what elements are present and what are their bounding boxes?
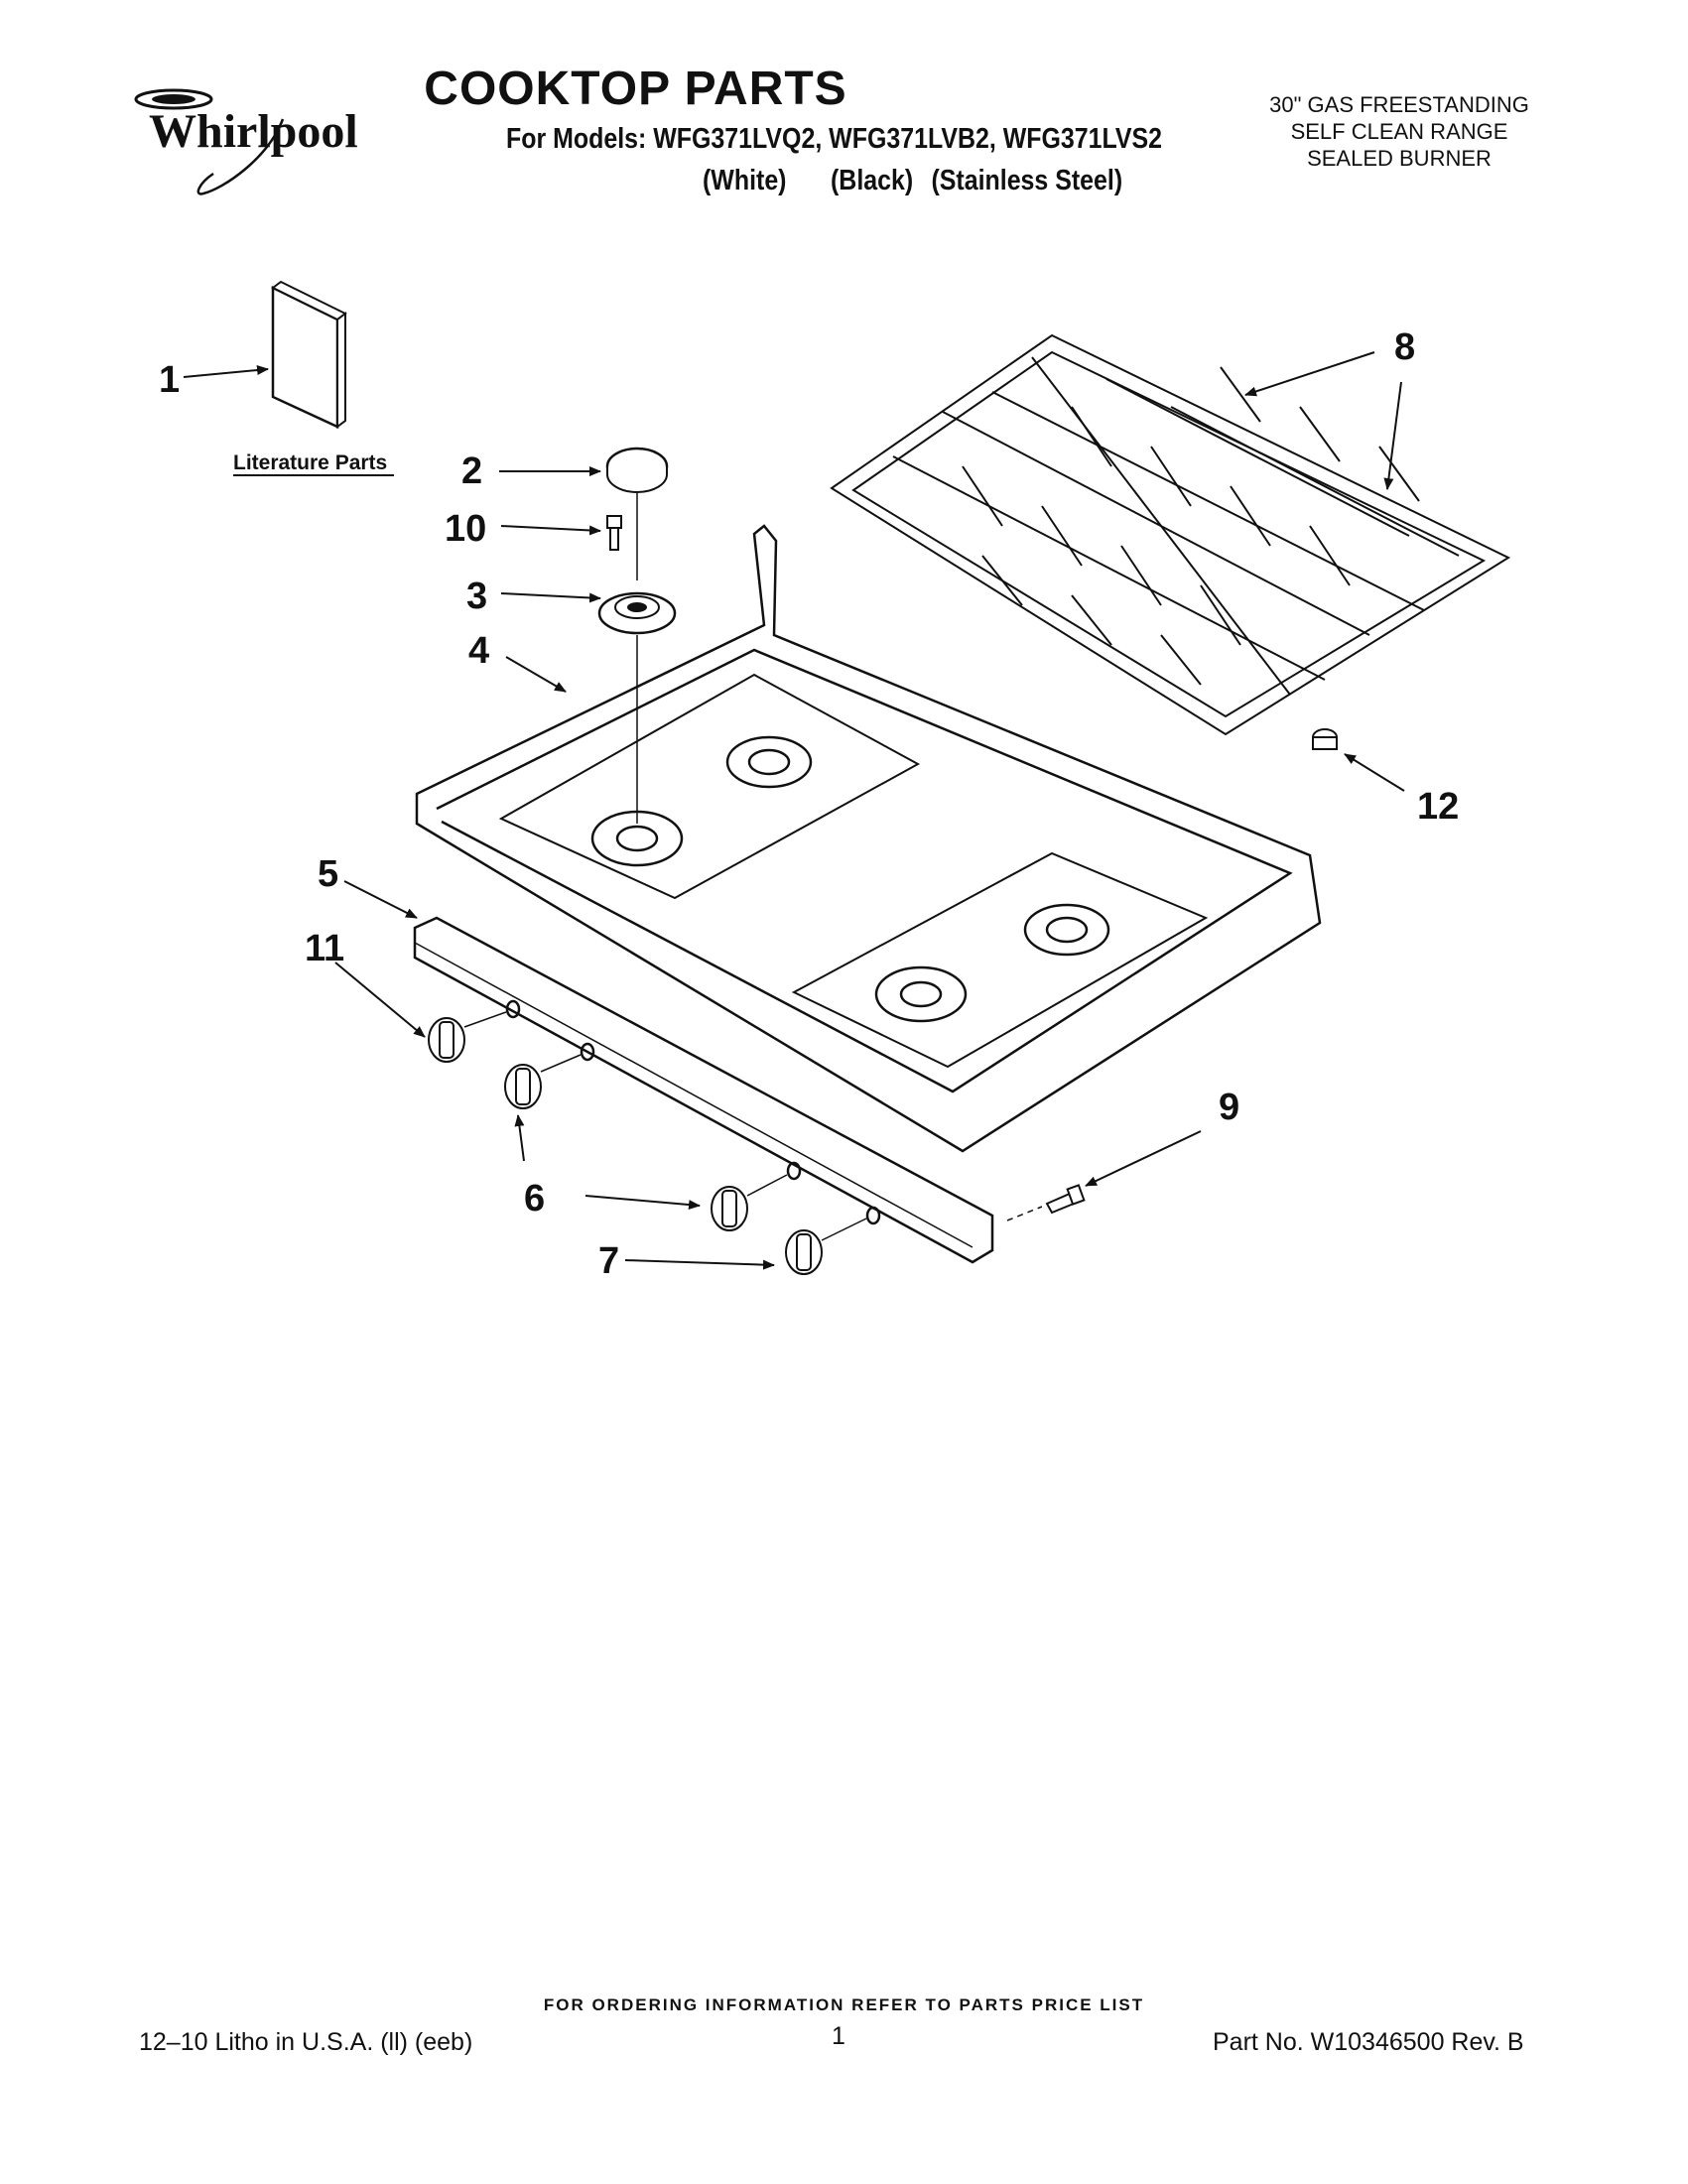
burner-base bbox=[597, 591, 677, 635]
callout-4: 4 bbox=[468, 630, 489, 672]
product-description: 30" GAS FREESTANDING SELF CLEAN RANGE SE… bbox=[1231, 91, 1568, 172]
literature-booklet bbox=[271, 280, 347, 429]
color-black: (Black) bbox=[831, 165, 914, 196]
color-stainless: (Stainless Steel) bbox=[931, 165, 1123, 196]
grate-foot bbox=[1312, 728, 1338, 750]
callout-3: 3 bbox=[466, 576, 487, 617]
callout-11: 11 bbox=[305, 928, 344, 969]
description-line: SELF CLEAN RANGE bbox=[1290, 119, 1508, 144]
callout-12: 12 bbox=[1417, 786, 1459, 828]
callout-2: 2 bbox=[461, 450, 482, 492]
litho-info: 12–10 Litho in U.S.A. (ll) (eeb) bbox=[139, 2028, 473, 2056]
models-line: For Models: WFG371LVQ2, WFG371LVB2, WFG3… bbox=[506, 123, 1163, 155]
callout-8: 8 bbox=[1394, 326, 1415, 368]
part-number: Part No. W10346500 Rev. B bbox=[1213, 2028, 1524, 2056]
knob bbox=[504, 1064, 542, 1109]
literature-parts-label: Literature Parts bbox=[233, 451, 387, 474]
model-colors: (White) (Black) (Stainless Steel) bbox=[703, 165, 1122, 197]
knob bbox=[711, 1186, 748, 1231]
whirlpool-logo: Whirlpool bbox=[134, 88, 358, 195]
page-title: COOKTOP PARTS bbox=[424, 63, 847, 115]
leader-lines bbox=[183, 351, 1405, 1270]
control-panel bbox=[413, 916, 994, 1264]
burner-grate bbox=[830, 333, 1511, 736]
knob bbox=[785, 1229, 823, 1275]
brand-wordmark: Whirlpool bbox=[149, 105, 358, 158]
callout-6: 6 bbox=[524, 1178, 545, 1220]
page-number: 1 bbox=[832, 2022, 845, 2050]
callout-7: 7 bbox=[598, 1240, 619, 1282]
ordering-note: FOR ORDERING INFORMATION REFER TO PARTS … bbox=[543, 1995, 1145, 2014]
knob bbox=[428, 1017, 465, 1063]
description-line: 30" GAS FREESTANDING bbox=[1269, 92, 1529, 117]
color-white: (White) bbox=[703, 165, 787, 196]
screw bbox=[606, 515, 622, 551]
description-line: SEALED BURNER bbox=[1307, 146, 1492, 171]
callout-5: 5 bbox=[318, 853, 338, 895]
burner-cap bbox=[605, 447, 669, 493]
callout-9: 9 bbox=[1219, 1087, 1239, 1128]
cooktop bbox=[415, 524, 1322, 1153]
callout-10: 10 bbox=[445, 508, 486, 550]
panel-screw bbox=[1045, 1184, 1086, 1215]
callout-1: 1 bbox=[159, 359, 180, 401]
